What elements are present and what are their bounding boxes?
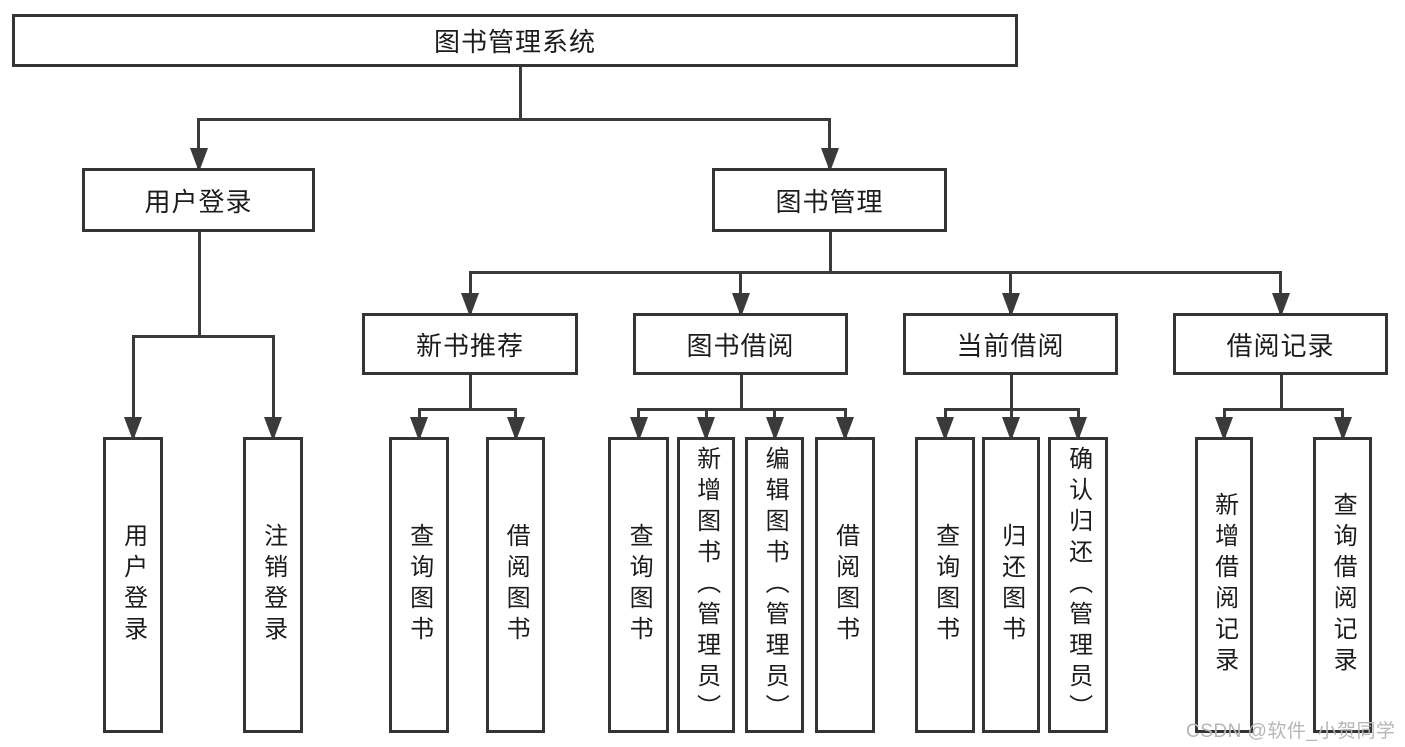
node-logout: 注销登录	[243, 437, 303, 733]
arrowhead-down-icon	[936, 417, 954, 441]
node-system: 图书管理系统	[12, 14, 1018, 67]
arrowhead-down-icon	[1002, 417, 1020, 441]
node-login: 用户登录	[103, 437, 163, 733]
node-label-book-borrow: 图书借阅	[686, 330, 795, 361]
node-label-rec-query-books: 查询图书	[405, 523, 433, 647]
node-br-query-record: 查询借阅记录	[1313, 437, 1372, 733]
node-bb-borrow-books: 借阅图书	[815, 437, 875, 733]
node-label-cb-query-books: 查询图书	[931, 523, 959, 647]
arrowhead-down-icon	[836, 417, 854, 441]
connector-bus	[131, 335, 275, 338]
connector-bus	[468, 271, 1282, 274]
arrowhead-down-icon	[264, 417, 282, 441]
node-label-bb-edit-books-admin: 编辑图书（管理员）	[761, 445, 789, 725]
arrowhead-down-icon	[1333, 417, 1352, 441]
connector-stem	[1009, 375, 1013, 411]
arrowhead-down-icon	[189, 148, 208, 172]
node-label-br-query-record: 查询借阅记录	[1329, 492, 1357, 678]
node-borrow-records: 借阅记录	[1173, 313, 1388, 375]
node-bb-add-books-admin: 新增图书（管理员）	[677, 437, 735, 733]
node-label-bb-query-books: 查询图书	[625, 523, 653, 647]
node-label-bb-borrow-books: 借阅图书	[831, 523, 859, 647]
node-rec-borrow-books: 借阅图书	[486, 437, 545, 733]
arrowhead-down-icon	[629, 417, 648, 441]
connector-stem	[468, 375, 472, 411]
connector-drop	[828, 118, 831, 170]
node-label-user-login: 用户登录	[144, 186, 253, 217]
connector-bus	[637, 408, 847, 411]
node-label-login: 用户登录	[119, 523, 147, 647]
connector-stem	[518, 67, 522, 121]
arrowhead-down-icon	[1069, 417, 1087, 441]
arrowhead-down-icon	[731, 293, 750, 317]
node-current-borrow: 当前借阅	[903, 313, 1118, 375]
connector-stem	[197, 232, 201, 338]
arrowhead-down-icon	[697, 417, 715, 441]
connector-bus	[197, 118, 831, 121]
arrowhead-down-icon	[410, 417, 428, 441]
arrowhead-down-icon	[461, 293, 479, 317]
connector-drop	[271, 335, 275, 439]
node-label-system: 图书管理系统	[433, 27, 596, 57]
node-label-book-management: 图书管理	[775, 186, 884, 217]
arrowhead-down-icon	[765, 417, 784, 441]
connector-stem	[828, 232, 832, 274]
node-label-new-book-recommend: 新书推荐	[415, 330, 524, 361]
arrowhead-down-icon	[1271, 293, 1290, 317]
node-label-rec-borrow-books: 借阅图书	[502, 523, 530, 647]
node-new-book-recommend: 新书推荐	[362, 313, 578, 375]
arrowhead-down-icon	[1215, 417, 1233, 441]
node-rec-query-books: 查询图书	[389, 437, 449, 733]
node-cb-return-books: 归还图书	[982, 437, 1040, 733]
node-cb-query-books: 查询图书	[915, 437, 975, 733]
connector-bus	[1222, 408, 1344, 411]
node-label-bb-add-books-admin: 新增图书（管理员）	[692, 445, 720, 725]
node-book-borrow: 图书借阅	[633, 313, 848, 375]
arrowhead-down-icon	[124, 417, 142, 441]
arrowhead-down-icon	[820, 148, 839, 172]
connector-drop	[197, 118, 200, 170]
node-br-add-record: 新增借阅记录	[1195, 437, 1253, 733]
node-label-br-add-record: 新增借阅记录	[1210, 492, 1238, 678]
node-label-borrow-records: 借阅记录	[1226, 330, 1335, 361]
node-book-management: 图书管理	[712, 168, 947, 232]
csdn-watermark: CSDN @软件_小贺同学	[1186, 721, 1396, 742]
node-bb-query-books: 查询图书	[608, 437, 669, 733]
node-label-logout: 注销登录	[259, 523, 287, 647]
node-label-cb-return-books: 归还图书	[997, 523, 1025, 647]
arrowhead-down-icon	[1001, 293, 1020, 317]
node-user-login: 用户登录	[82, 168, 315, 232]
connector-drop	[131, 335, 135, 439]
node-label-current-borrow: 当前借阅	[956, 330, 1065, 361]
connector-stem	[739, 375, 743, 411]
node-cb-confirm-return-admin: 确认归还（管理员）	[1048, 437, 1108, 733]
connector-stem	[1279, 375, 1283, 411]
node-bb-edit-books-admin: 编辑图书（管理员）	[745, 437, 804, 733]
arrowhead-down-icon	[506, 417, 525, 441]
connector-bus	[417, 408, 517, 411]
node-label-cb-confirm-return-admin: 确认归还（管理员）	[1064, 445, 1092, 725]
